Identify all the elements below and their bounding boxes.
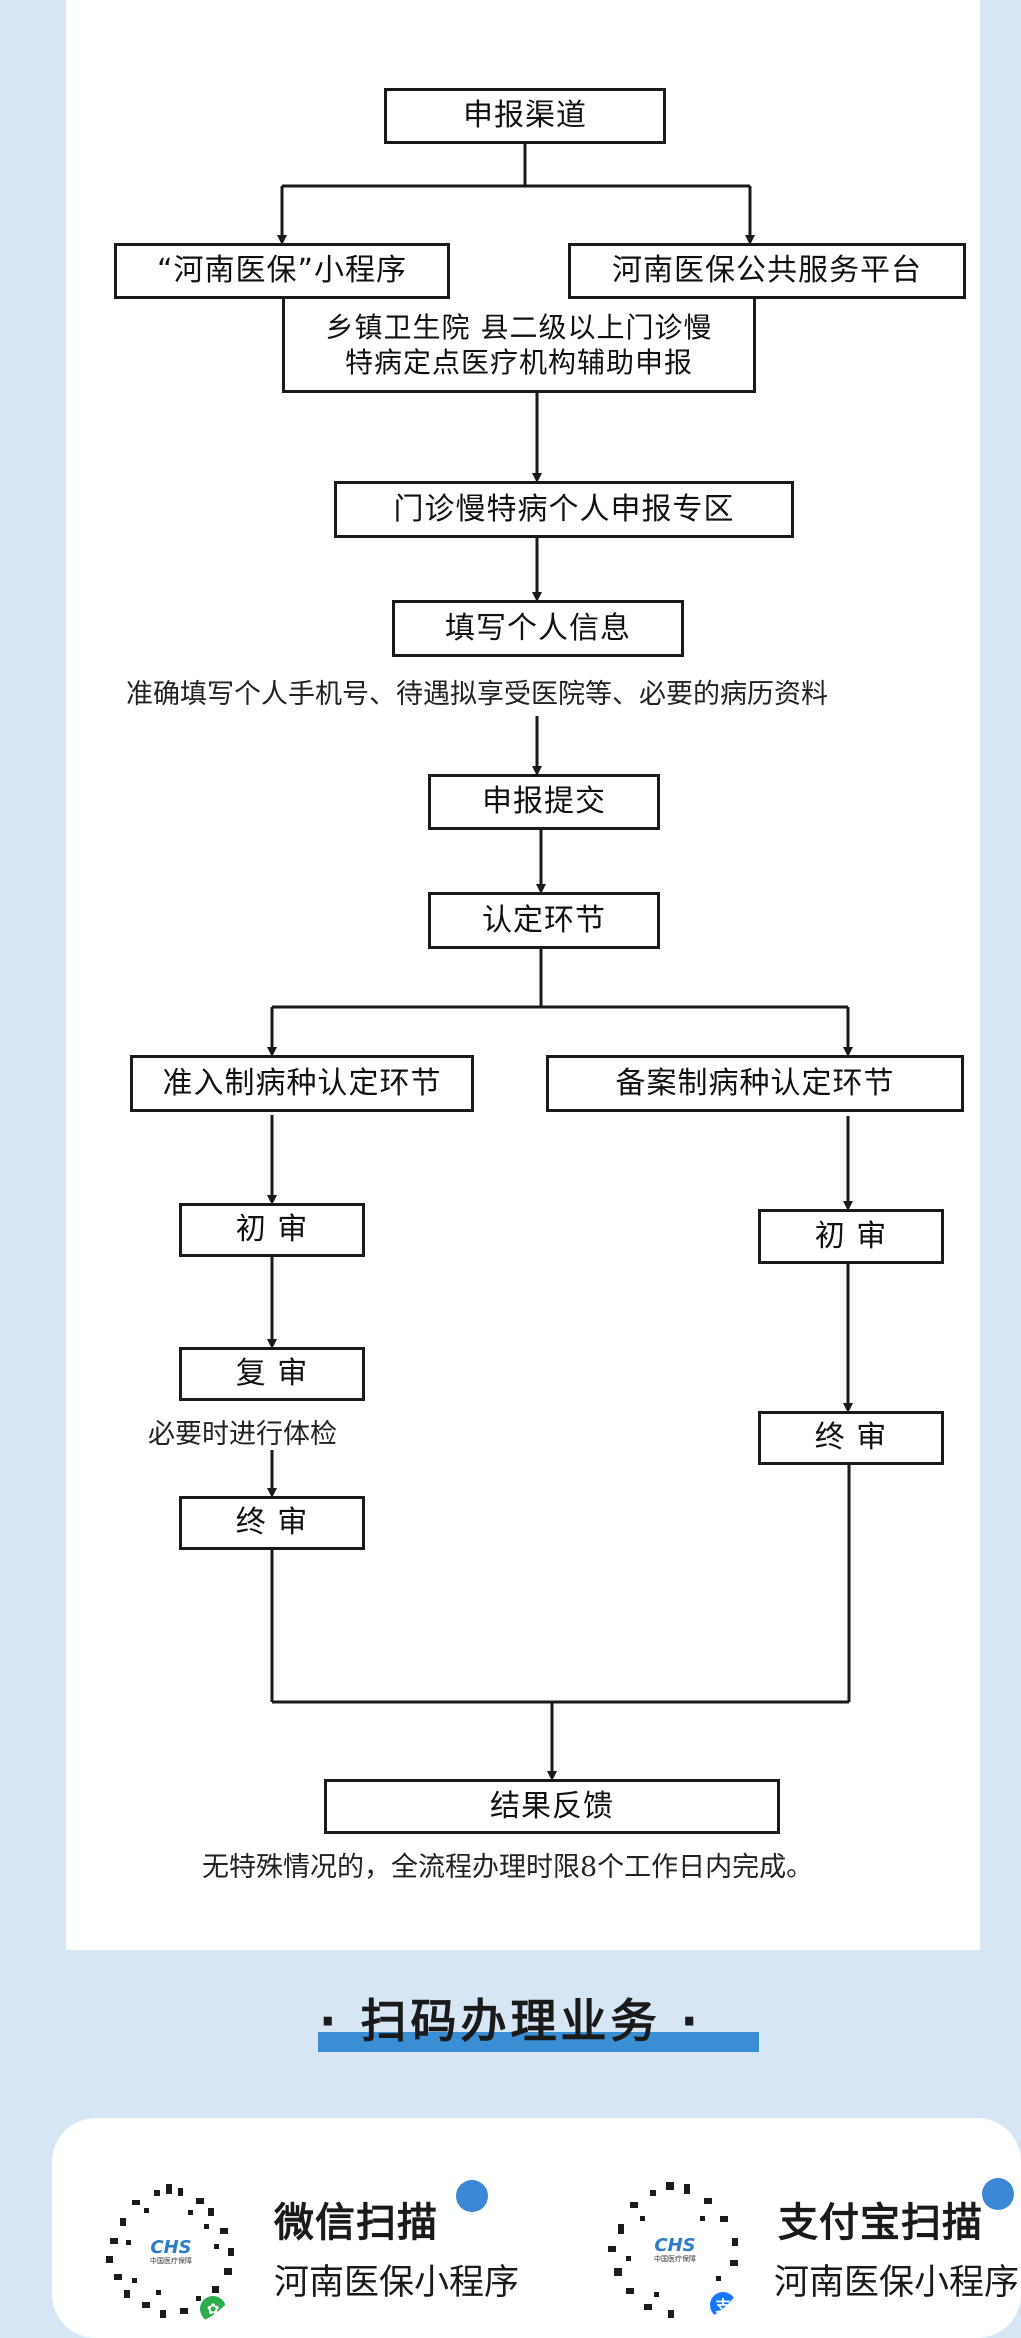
left-second-review-box: 复 审 [179,1347,365,1401]
fill-info-note: 准确填写个人手机号、待遇拟享受医院等、必要的病历资料 [126,679,828,710]
wechat-scan-title: 微信扫描 [274,2200,438,2246]
wechat-dot-icon [456,2180,488,2212]
wechat-scan-subtitle: 河南医保小程序 [274,2263,520,2303]
right-branch-box: 备案制病种认定环节 [546,1055,964,1112]
left-first-review-box: 初 审 [179,1203,365,1257]
alipay-dot-icon [982,2178,1014,2210]
wechat-qr-code[interactable]: CHS 中国医疗保障 ✿ [96,2178,246,2328]
assist-declare-box: 乡镇卫生院 县二级以上门诊慢 特病定点医疗机构辅助申报 [282,299,756,393]
flowchart-panel: 申报渠道 “河南医保”小程序 河南医保公共服务平台 乡镇卫生院 县二级以上门诊慢… [66,0,980,1950]
right-first-review-box: 初 审 [758,1209,944,1264]
channel-box: 申报渠道 [384,88,666,144]
henan-platform-box: 河南医保公共服务平台 [568,243,966,299]
physical-exam-note: 必要时进行体检 [148,1419,337,1450]
submit-box: 申报提交 [428,774,660,830]
alipay-scan-subtitle: 河南医保小程序 [774,2263,1020,2303]
personal-zone-box: 门诊慢特病个人申报专区 [334,481,794,538]
scan-section-title: · 扫码办理业务 · [319,1994,702,2048]
chs-logo: CHS 中国医疗保障 [136,2230,206,2274]
left-branch-box: 准入制病种认定环节 [130,1055,474,1112]
alipay-icon: 支 [710,2292,736,2318]
result-feedback-box: 结果反馈 [324,1779,780,1834]
right-margin [980,0,1021,1950]
scan-card: CHS 中国医疗保障 ✿ 微信扫描 河南医保小程序 CHS 中国医疗保障 支 支… [52,2118,1021,2338]
flow-connectors [267,142,853,1781]
left-final-review-box: 终 审 [179,1496,365,1550]
title-underline [318,2032,759,2052]
result-note: 无特殊情况的，全流程办理时限8个工作日内完成。 [202,1852,814,1883]
alipay-scan-title: 支付宝扫描 [778,2200,983,2246]
recognition-box: 认定环节 [428,892,660,949]
scan-section-header: · 扫码办理业务 · [0,1985,1021,2065]
wechat-miniprogram-icon: ✿ [200,2296,226,2322]
right-final-review-box: 终 审 [758,1411,944,1465]
left-margin [0,0,66,1950]
fill-info-box: 填写个人信息 [392,600,684,657]
chs-logo-alipay: CHS 中国医疗保障 [640,2228,710,2272]
henan-miniprogram-box: “河南医保”小程序 [114,243,450,299]
alipay-qr-code[interactable]: CHS 中国医疗保障 支 [600,2176,750,2326]
